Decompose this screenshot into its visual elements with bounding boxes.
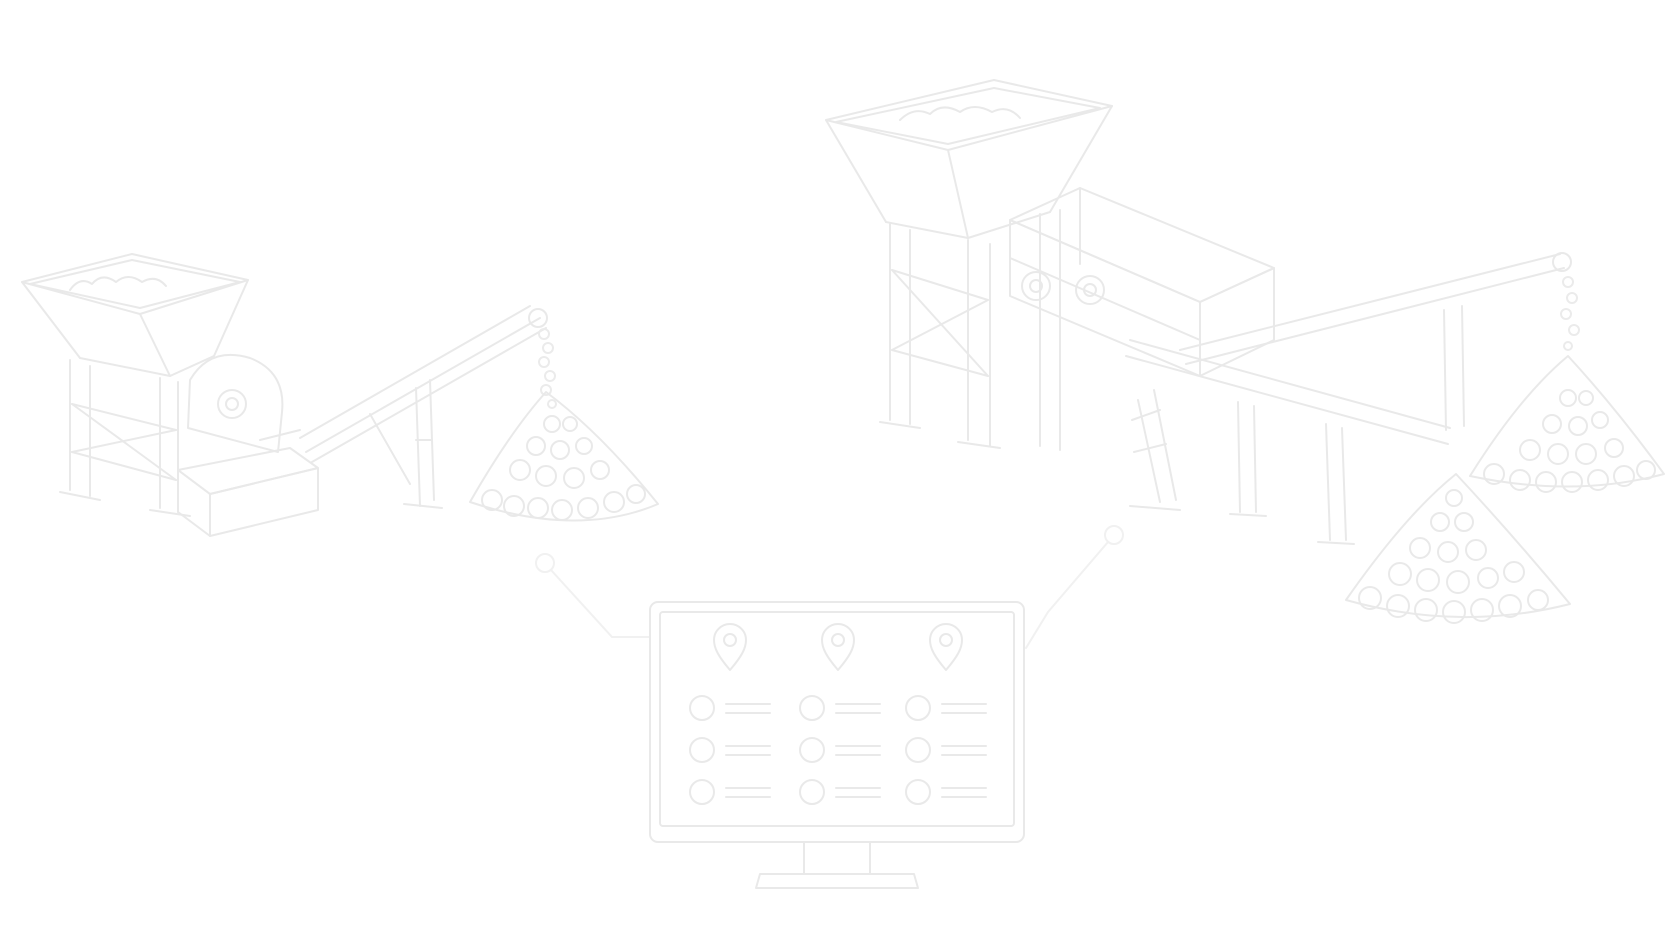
left-connector bbox=[535, 553, 651, 638]
location-pin-icon bbox=[713, 623, 747, 671]
right-hopper bbox=[825, 79, 1113, 239]
left-stockpile bbox=[469, 391, 659, 522]
right-lower-conveyor bbox=[1125, 339, 1451, 545]
left-falling-material bbox=[538, 328, 557, 409]
right-stockpile-upper bbox=[1469, 355, 1665, 493]
monitor-screen bbox=[659, 611, 1015, 827]
monitor-stand bbox=[755, 841, 919, 889]
status-item bbox=[689, 695, 771, 721]
status-item bbox=[905, 779, 987, 805]
location-pin-icon bbox=[821, 623, 855, 671]
left-hopper bbox=[21, 253, 249, 377]
network-connectors bbox=[535, 525, 1124, 649]
right-screening-plant bbox=[825, 79, 1665, 624]
left-conveyor bbox=[299, 305, 548, 509]
right-stockpile-lower bbox=[1345, 473, 1571, 624]
left-crusher-body bbox=[177, 353, 319, 537]
left-support-frame bbox=[59, 359, 191, 517]
right-falling-material bbox=[1560, 276, 1580, 351]
status-item bbox=[905, 737, 987, 763]
monitor-frame bbox=[649, 601, 1025, 843]
status-item bbox=[689, 779, 771, 805]
right-upper-conveyor bbox=[1179, 252, 1572, 431]
status-item bbox=[905, 695, 987, 721]
right-support-frame bbox=[879, 209, 1061, 451]
right-connector bbox=[1025, 525, 1124, 649]
status-item bbox=[799, 779, 881, 805]
monitoring-display bbox=[649, 601, 1025, 889]
location-pin-icon bbox=[929, 623, 963, 671]
status-item bbox=[799, 737, 881, 763]
status-item bbox=[799, 695, 881, 721]
status-item bbox=[689, 737, 771, 763]
left-crusher-plant bbox=[21, 253, 659, 537]
